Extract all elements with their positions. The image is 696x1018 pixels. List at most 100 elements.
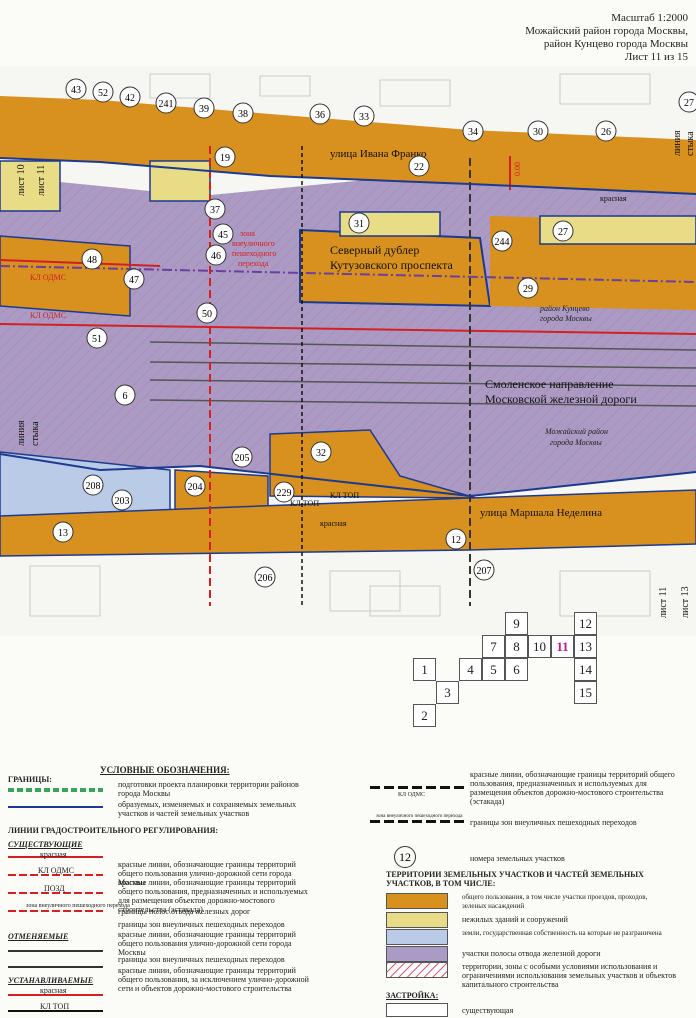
sheet-cell-13[interactable]: 13	[574, 635, 597, 658]
sheet-cell-11[interactable]: 11	[551, 635, 574, 658]
legend-r2: границы зон внеуличных пешеходных перехо…	[470, 818, 637, 827]
svg-text:КЛ ОДМС: КЛ ОДМС	[30, 311, 66, 320]
legend-terr-title: ТЕРРИТОРИИ ЗЕМЕЛЬНЫХ УЧАСТКОВ И ЧАСТЕЙ З…	[386, 870, 644, 888]
svg-text:22: 22	[414, 162, 424, 173]
parcel-number-6: 6	[114, 384, 136, 406]
sheet-cell-5[interactable]: 5	[482, 658, 505, 681]
svg-text:красная: красная	[600, 194, 627, 203]
building-parcel-west	[0, 160, 61, 212]
parcel-number-241: 241	[155, 92, 177, 114]
swatch-klodms-line	[8, 874, 103, 876]
svg-text:37: 37	[210, 205, 220, 216]
swatch-klodms-established	[370, 786, 465, 789]
svg-text:КЛ ТОП: КЛ ТОП	[330, 491, 359, 500]
rail-tracks	[149, 341, 696, 407]
legend-l4: границы зон внеуличных пешеходных перехо…	[118, 920, 285, 929]
svg-text:перехода: перехода	[238, 259, 269, 268]
svg-text:26: 26	[601, 127, 611, 138]
svg-text:лист 10: лист 10	[16, 164, 27, 196]
sheet-cell-10[interactable]: 10	[528, 635, 551, 658]
scale-label: Масштаб 1:2000	[611, 12, 688, 24]
parcel-number-203: 203	[111, 489, 133, 511]
mozhaisk-1: Можайский район	[544, 427, 608, 436]
parcel-number-34: 34	[462, 120, 484, 142]
parcel-number-example: 12	[394, 846, 416, 868]
svg-text:32: 32	[316, 448, 326, 459]
svg-text:52: 52	[98, 88, 108, 99]
legend-t2: нежилых зданий и сооружений	[462, 915, 568, 924]
sheet-cell-9[interactable]: 9	[505, 612, 528, 635]
sheet-cell-12[interactable]: 12	[574, 612, 597, 635]
svg-text:КЛ ТОП: КЛ ТОП	[290, 499, 319, 508]
legend-b2: образуемых, изменяемых и сохраняемых зем…	[118, 800, 297, 818]
svg-text:31: 31	[354, 219, 364, 230]
swatch-buildings	[386, 1003, 448, 1017]
sheet-cell-14[interactable]: 14	[574, 658, 597, 681]
svg-text:стыка: стыка	[30, 421, 41, 446]
swatch-zona-line	[8, 910, 103, 912]
parcel-number-50: 50	[196, 302, 218, 324]
sheet-number: Лист 11 из 15	[624, 51, 688, 63]
rail-label-1: Смоленское направление	[485, 377, 614, 391]
svg-text:47: 47	[129, 275, 139, 286]
swatch-kltop-label: КЛ ТОП	[40, 1002, 70, 1011]
svg-text:205: 205	[235, 453, 250, 464]
legend-l6: границы зон внеуличных пешеходных перехо…	[118, 955, 285, 964]
sheet-cell-4[interactable]: 4	[459, 658, 482, 681]
swatch-pozd-line	[8, 892, 103, 894]
svg-text:241: 241	[159, 99, 174, 110]
legend-l5: красные линии, обозначающие границы терр…	[118, 930, 296, 957]
svg-text:203: 203	[115, 496, 130, 507]
sheet-cell-1[interactable]: 1	[413, 658, 436, 681]
legend-t4: участки полосы отвода железной дороги	[462, 949, 601, 958]
parcel-number-48: 48	[81, 248, 103, 270]
dubler-label-1: Северный дублер	[330, 243, 419, 257]
legend-l2: красные линии, обозначающие границы терр…	[118, 878, 308, 914]
swatch-klodms-label: КЛ ОДМС	[38, 866, 75, 875]
svg-text:207: 207	[477, 566, 492, 577]
swatch-zona-established-label: зона внеуличного пешеходного перехода	[376, 814, 463, 819]
swatch-pozd-label: ПОЗД	[44, 884, 65, 893]
sheet-cell-8[interactable]: 8	[505, 635, 528, 658]
svg-text:30: 30	[533, 127, 543, 138]
svg-text:внеуличного: внеуличного	[232, 239, 275, 248]
legend-l1: красные линии, обозначающие границы терр…	[118, 860, 296, 887]
svg-text:стыка: стыка	[685, 131, 696, 156]
svg-text:лист 13: лист 13	[680, 586, 691, 618]
dubler-label-2: Кутузовского проспекта	[330, 258, 453, 272]
legend-t5: территории, зоны с особыми условиями исп…	[462, 962, 677, 989]
swatch-cancelled-2	[8, 966, 103, 968]
sheet-cell-2[interactable]: 2	[413, 704, 436, 727]
svg-text:0.00: 0.00	[513, 162, 522, 176]
swatch-zona-label: зона внеуличного пешеходного перехода	[26, 903, 130, 909]
parcel-number-32: 32	[310, 441, 332, 463]
parcel-number-52: 52	[92, 81, 114, 103]
parcel-number-27: 27	[552, 220, 574, 242]
cadastral-map[interactable]: улица Ивана Франко Северный дублер Кутуз…	[0, 66, 696, 636]
kuntsevo-1: район Кунцево	[539, 304, 590, 313]
parcel-number-26: 26	[595, 120, 617, 142]
swatch-red-label-2: красная	[40, 986, 67, 995]
svg-text:6: 6	[123, 391, 128, 402]
sheet-cell-7[interactable]: 7	[482, 635, 505, 658]
sheet-cell-6[interactable]: 6	[505, 658, 528, 681]
svg-text:46: 46	[211, 251, 221, 262]
parcel-number-205: 205	[231, 446, 253, 468]
svg-text:38: 38	[238, 109, 248, 120]
sheet-cell-15[interactable]: 15	[574, 681, 597, 704]
svg-text:лист 11: лист 11	[36, 165, 47, 196]
svg-text:33: 33	[359, 112, 369, 123]
svg-text:36: 36	[315, 110, 325, 121]
parcel-number-39: 39	[193, 97, 215, 119]
ivana-franko-label: улица Ивана Франко	[330, 148, 427, 160]
swatch-restricted	[386, 962, 448, 978]
legend-r1: красные линии, обозначающие границы терр…	[470, 770, 675, 806]
swatch-nonresidential	[386, 912, 448, 928]
swatch-zona-established	[370, 820, 465, 823]
swatch-cancelled-1	[8, 950, 103, 952]
svg-text:34: 34	[468, 127, 478, 138]
legend-t3: земли, государственная собственность на …	[462, 929, 662, 937]
sheet-cell-3[interactable]: 3	[436, 681, 459, 704]
street-labels: улица Ивана Франко Северный дублер Кутуз…	[330, 148, 637, 519]
